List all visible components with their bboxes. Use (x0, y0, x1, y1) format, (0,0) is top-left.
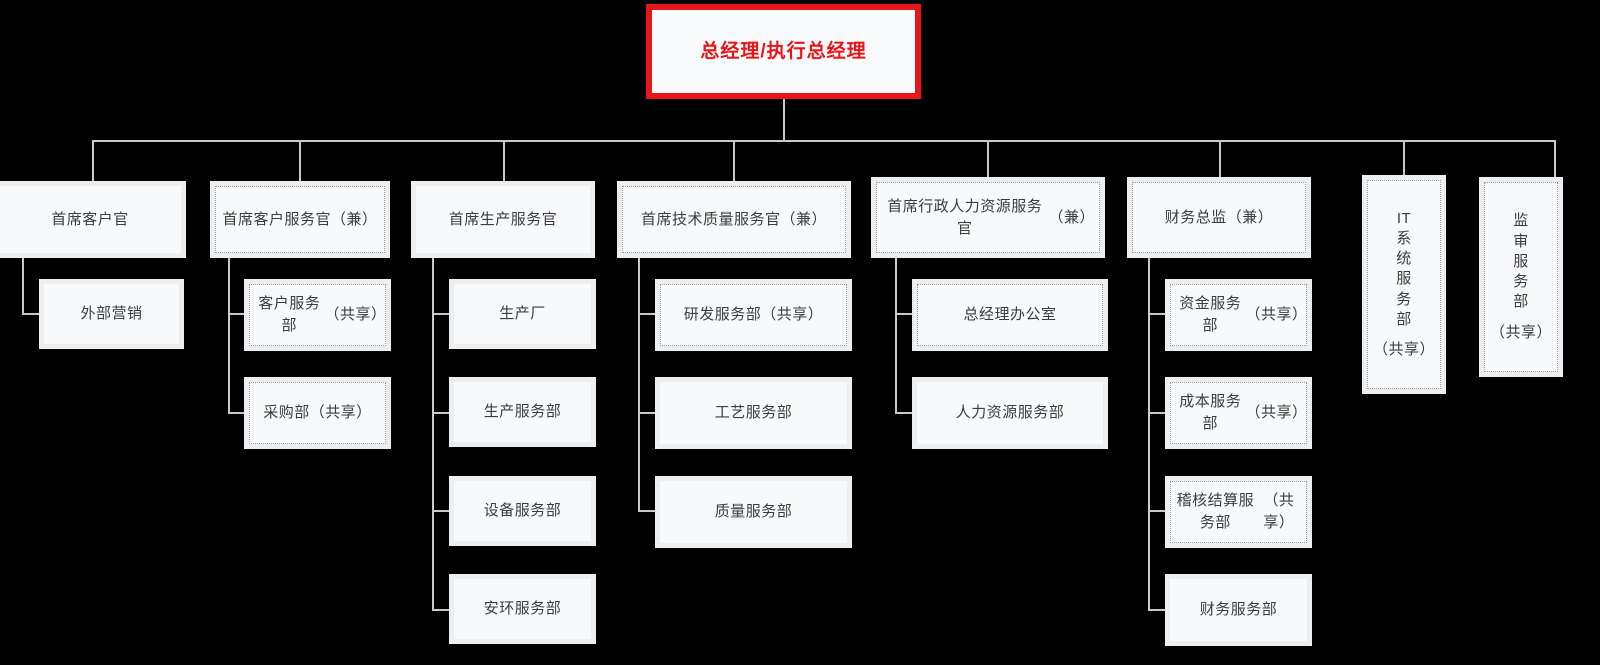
elbow-cpso-2 (432, 412, 450, 414)
node-purchasing-dept-label: 采购部 （共享） (249, 382, 386, 444)
spine-cpso (432, 258, 434, 610)
node-external-marketing-label: 外部营销 (44, 284, 179, 344)
elbow-ctqso-2 (638, 412, 656, 414)
level2-bus (92, 140, 1555, 142)
node-customer-service-dept[interactable]: 客户服务部 （共享） (244, 279, 391, 351)
node-production-service-dept[interactable]: 生产服务部 (449, 377, 596, 447)
elbow-ctqso-1 (638, 313, 656, 315)
node-cahrso-label: 首席行政人力资源服务官 （兼） (876, 182, 1100, 253)
node-equipment-service-dept[interactable]: 设备服务部 (449, 476, 596, 546)
node-process-service-dept-label: 工艺服务部 (660, 382, 847, 444)
elbow-cpso-1 (432, 313, 450, 315)
spine-cco (22, 258, 24, 314)
drop-audit (1554, 140, 1556, 177)
elbow-cfo-2 (1148, 412, 1166, 414)
node-ctqso[interactable]: 首席技术质量服务官 （兼） (617, 181, 851, 258)
node-rnd-service-dept-label: 研发服务部 （共享） (660, 284, 847, 346)
node-safety-env-service-dept-label: 安环服务部 (454, 579, 591, 639)
node-audit-dept-label: 监 审 服 务 部 （共享） (1484, 182, 1558, 372)
node-process-service-dept[interactable]: 工艺服务部 (655, 377, 852, 449)
node-production-plant-label: 生产厂 (454, 284, 591, 344)
spine-cfo (1148, 258, 1150, 610)
node-customer-service-dept-label: 客户服务部 （共享） (249, 284, 386, 346)
node-cost-service-dept-label: 成本服务部 （共享） (1170, 382, 1307, 444)
node-hr-service-dept[interactable]: 人力资源服务部 (912, 377, 1108, 449)
elbow-ccso-2 (228, 412, 245, 414)
node-cfo-label: 财务总监 （兼） (1132, 182, 1306, 253)
node-cahrso[interactable]: 首席行政人力资源服务官 （兼） (871, 177, 1105, 258)
drop-cpso (503, 140, 505, 181)
node-ctqso-label: 首席技术质量服务官 （兼） (622, 186, 846, 253)
drop-ctqso (733, 140, 735, 181)
node-safety-env-service-dept[interactable]: 安环服务部 (449, 574, 596, 644)
drop-cfo (1219, 140, 1221, 181)
node-root[interactable]: 总经理/执行总经理 (646, 4, 921, 99)
elbow-ccso-1 (228, 313, 245, 315)
node-cpso[interactable]: 首席生产服务官 (411, 181, 595, 258)
node-hr-service-dept-label: 人力资源服务部 (917, 382, 1103, 444)
elbow-cpso-4 (432, 609, 450, 611)
spine-ctqso (638, 258, 640, 511)
drop-cco (92, 140, 94, 181)
node-cco-label: 首席客户官 (0, 186, 181, 253)
node-finance-service-dept-label: 财务服务部 (1170, 579, 1307, 641)
elbow-cco-1 (22, 313, 40, 315)
elbow-ctqso-3 (638, 510, 656, 512)
elbow-cfo-3 (1148, 510, 1166, 512)
node-external-marketing[interactable]: 外部营销 (39, 279, 184, 349)
node-cfo[interactable]: 财务总监 （兼） (1127, 177, 1311, 258)
node-audit-dept[interactable]: 监 审 服 务 部 （共享） (1479, 177, 1563, 377)
node-production-plant[interactable]: 生产厂 (449, 279, 596, 349)
node-cost-service-dept[interactable]: 成本服务部 （共享） (1165, 377, 1312, 449)
elbow-cfo-1 (1148, 313, 1166, 315)
node-cco[interactable]: 首席客户官 (0, 181, 186, 258)
node-funds-service-dept[interactable]: 资金服务部 （共享） (1165, 279, 1312, 351)
drop-cahrso (987, 140, 989, 181)
drop-it (1403, 140, 1405, 175)
node-quality-service-dept[interactable]: 质量服务部 (655, 476, 852, 548)
node-gm-office[interactable]: 总经理办公室 (912, 279, 1108, 351)
spine-cahrso (895, 258, 897, 413)
node-root-label: 总经理/执行总经理 (652, 10, 915, 93)
drop-ccso (299, 140, 301, 181)
node-finance-service-dept[interactable]: 财务服务部 (1165, 574, 1312, 646)
node-gm-office-label: 总经理办公室 (917, 284, 1103, 346)
elbow-cahrso-1 (895, 313, 913, 315)
node-purchasing-dept[interactable]: 采购部 （共享） (244, 377, 391, 449)
node-cpso-label: 首席生产服务官 (416, 186, 590, 253)
spine-ccso (228, 258, 230, 413)
node-it-system[interactable]: IT 系 统 服 务 部 （共享） (1362, 175, 1446, 394)
node-rnd-service-dept[interactable]: 研发服务部 （共享） (655, 279, 852, 351)
node-ccso[interactable]: 首席客户服务官 （兼） (210, 181, 390, 258)
root-stem (783, 99, 785, 141)
node-production-service-dept-label: 生产服务部 (454, 382, 591, 442)
elbow-cfo-4 (1148, 609, 1166, 611)
elbow-cpso-3 (432, 510, 450, 512)
node-audit-settlement-service-dept[interactable]: 稽核结算服务部 （共享） (1165, 476, 1312, 548)
node-it-system-label: IT 系 统 服 务 部 （共享） (1367, 180, 1441, 389)
node-quality-service-dept-label: 质量服务部 (660, 481, 847, 543)
node-ccso-label: 首席客户服务官 （兼） (215, 186, 385, 253)
node-audit-settlement-service-dept-label: 稽核结算服务部 （共享） (1170, 481, 1307, 543)
node-equipment-service-dept-label: 设备服务部 (454, 481, 591, 541)
elbow-cahrso-2 (895, 412, 913, 414)
node-funds-service-dept-label: 资金服务部 （共享） (1170, 284, 1307, 346)
